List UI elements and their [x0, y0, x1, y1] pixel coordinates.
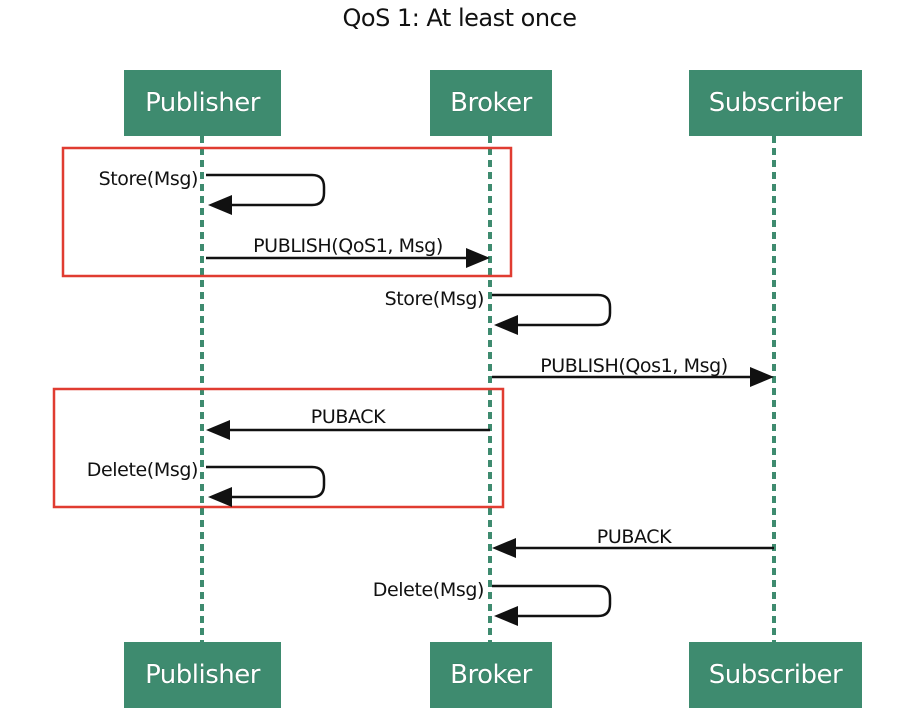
- msg-5-puback-arrowhead: [206, 420, 230, 440]
- msg-7-puback-arrowhead: [492, 538, 516, 558]
- msg-4-publish-arrowhead: [750, 367, 774, 387]
- msg-8-delete-arrowhead: [494, 606, 518, 626]
- msg-1-store-arrowhead: [208, 195, 232, 215]
- msg-2-publish-arrowhead: [466, 248, 490, 268]
- highlight-box-puback: [52, 387, 505, 509]
- msg-5-label: PUBACK: [311, 406, 386, 428]
- msg-3-store-line: [492, 293, 612, 327]
- msg-2-label: PUBLISH(QoS1, Msg): [253, 235, 443, 257]
- msg-6-delete-line: [206, 465, 326, 499]
- participant-broker-bottom: Broker: [430, 642, 552, 708]
- participant-broker-top: Broker: [430, 70, 552, 136]
- msg-3-label: Store(Msg): [385, 288, 484, 310]
- participant-subscriber-top: Subscriber: [689, 70, 862, 136]
- msg-1-store-line: [206, 173, 326, 207]
- msg-8-label: Delete(Msg): [373, 579, 484, 601]
- highlight-box-publish: [61, 146, 513, 278]
- participant-subscriber-bottom: Subscriber: [689, 642, 862, 708]
- msg-8-delete-line: [492, 584, 612, 618]
- msg-1-label: Store(Msg): [99, 168, 198, 190]
- msg-6-delete-arrowhead: [208, 487, 232, 507]
- msg-7-label: PUBACK: [597, 526, 672, 548]
- participant-publisher-bottom: Publisher: [124, 642, 281, 708]
- msg-4-label: PUBLISH(Qos1, Msg): [540, 355, 728, 377]
- msg-6-label: Delete(Msg): [87, 459, 198, 481]
- diagram-title: QoS 1: At least once: [342, 4, 578, 32]
- participant-publisher-top: Publisher: [124, 70, 281, 136]
- msg-3-store-arrowhead: [494, 315, 518, 335]
